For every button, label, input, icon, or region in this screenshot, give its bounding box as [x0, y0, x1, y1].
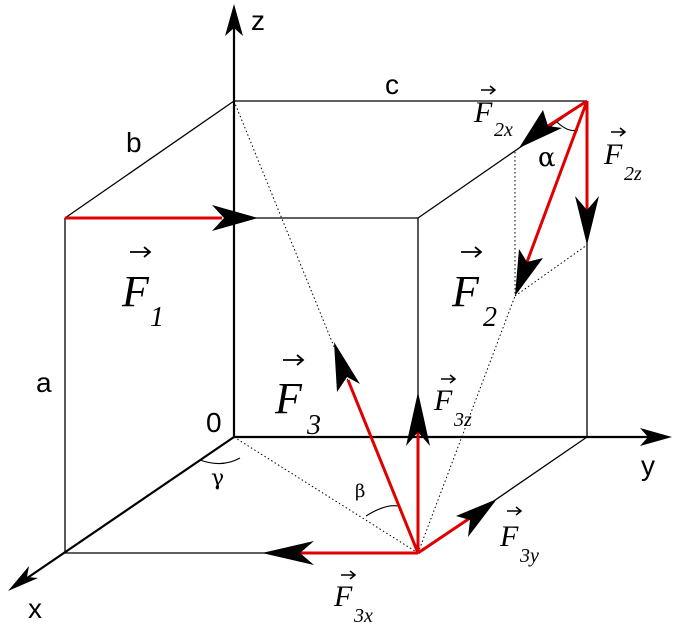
f3-label: F 3	[274, 354, 321, 441]
f3-arrowhead	[334, 342, 360, 392]
f2x-shaft	[547, 99, 588, 128]
f3x-symbol: F	[333, 580, 353, 613]
f1-subscript: 1	[150, 302, 164, 333]
f2z-vector-arrow-icon	[611, 127, 627, 137]
beta-arc	[365, 505, 399, 517]
f3x-vector-arrow-icon	[341, 570, 357, 580]
z-axis-arrowhead	[225, 4, 243, 36]
f3y-subscript: 3y	[519, 545, 539, 567]
x-axis-arrowhead	[8, 566, 38, 591]
f3-shaft	[346, 379, 420, 554]
y-axis-label: y	[641, 450, 655, 481]
construction-lines	[233, 100, 588, 554]
f2x-subscript: 2x	[494, 119, 513, 141]
f3z-vector-arrow-icon	[441, 374, 457, 384]
f3y-vector-arrow-icon	[507, 506, 523, 516]
f3x-arrowhead	[262, 541, 314, 565]
f2-symbol: F	[451, 267, 480, 316]
force-f2z	[575, 101, 599, 245]
f3y-symbol: F	[499, 520, 519, 553]
f1-label: F 1	[121, 246, 164, 333]
beta-label: β	[355, 481, 365, 502]
force-f3z	[406, 392, 430, 553]
gamma-arc	[199, 457, 241, 465]
f3x-label: F 3x	[333, 570, 373, 627]
f3y-shaft	[417, 516, 471, 555]
edge-c-label: c	[385, 69, 399, 100]
force-f2x	[519, 99, 588, 148]
f2x-arrowhead	[519, 110, 562, 148]
f2x-symbol: F	[473, 96, 493, 129]
force-f3	[334, 342, 420, 554]
force-f3y	[417, 499, 497, 555]
f2-vector-arrow-icon	[461, 246, 483, 258]
f1-arrowhead	[212, 205, 258, 231]
f3x-subscript: 3x	[353, 605, 373, 627]
f3-symbol: F	[274, 374, 303, 423]
f3-subscript: 3	[306, 410, 321, 441]
force-f2	[515, 100, 589, 296]
gamma-label: γ	[211, 466, 224, 491]
x-axis-label: x	[28, 593, 42, 624]
f2x-vector-arrow-icon	[481, 85, 497, 95]
f2z-arrowhead	[575, 196, 599, 245]
f2-arrowhead	[515, 249, 543, 296]
f2-shaft	[525, 100, 589, 263]
force-f3x	[262, 541, 418, 565]
dotted-f3z-to-f2	[417, 295, 516, 554]
f2z-subscript: 2z	[624, 163, 642, 185]
force-f1	[65, 205, 258, 231]
f3-vector-arrow-icon	[283, 354, 305, 366]
origin-label: 0	[206, 407, 222, 438]
axes	[8, 4, 672, 591]
alpha-label: α	[538, 143, 556, 173]
f3z-subscript: 3z	[453, 409, 472, 431]
f3z-arrowhead	[406, 392, 430, 446]
f2-subscript: 2	[483, 302, 497, 333]
dotted-f2-to-f2z	[514, 244, 588, 297]
x-axis-line	[13, 436, 235, 588]
edge-b-label: b	[126, 127, 142, 158]
f3z-symbol: F	[433, 384, 453, 417]
f3y-arrowhead	[456, 499, 497, 537]
y-axis-arrowhead	[640, 428, 672, 446]
f1-vector-arrow-icon	[130, 246, 152, 258]
edge-top-left	[64, 100, 235, 219]
edge-a-label: a	[36, 367, 52, 398]
z-axis-label: z	[251, 5, 265, 36]
dotted-f3-line	[233, 100, 419, 554]
f2x-label: F 2x	[473, 85, 513, 141]
f2z-symbol: F	[603, 138, 623, 171]
f2z-label: F 2z	[603, 127, 642, 185]
f2-label: F 2	[451, 246, 497, 333]
f3z-label: F 3z	[433, 374, 472, 431]
angle-arcs	[199, 120, 579, 517]
dotted-base-diagonal	[233, 436, 419, 554]
f1-symbol: F	[121, 267, 150, 316]
f3y-label: F 3y	[499, 506, 539, 567]
